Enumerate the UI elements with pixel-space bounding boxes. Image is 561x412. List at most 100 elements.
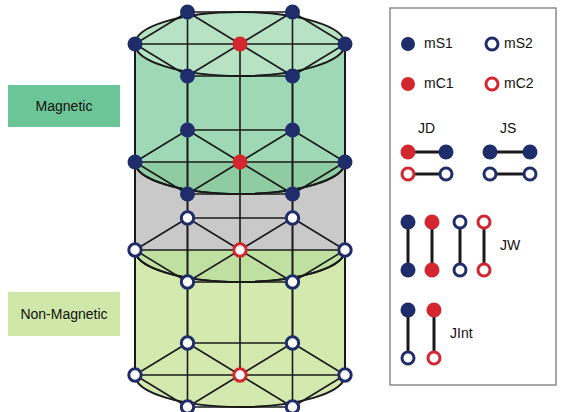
legend-sample	[425, 263, 440, 278]
inplane-bond	[293, 375, 346, 407]
surface-atom	[286, 337, 298, 349]
core-atom	[234, 244, 246, 256]
surface-atom	[286, 212, 298, 224]
inplane-bond	[240, 249, 345, 251]
inplane-bond	[188, 75, 293, 77]
surface-atom	[181, 276, 193, 288]
interlayer-bond	[134, 44, 136, 162]
inplane-bond	[188, 281, 293, 283]
legend-sample	[427, 303, 442, 318]
legend-swatch	[401, 77, 415, 91]
inplane-bond	[188, 130, 241, 162]
inplane-bond	[135, 375, 188, 407]
legend-sample	[483, 145, 498, 160]
core-atom	[233, 155, 248, 170]
legend-sample	[402, 168, 414, 180]
surface-atom	[338, 155, 353, 170]
legend-text: mC1	[424, 75, 454, 91]
inplane-bond	[135, 249, 240, 251]
region-label: Magnetic	[36, 98, 93, 114]
inplane-bond	[240, 374, 345, 376]
surface-atom	[128, 37, 143, 52]
legend-sample	[478, 264, 490, 276]
inplane-bond	[135, 44, 188, 76]
surface-atom	[181, 212, 193, 224]
inplane-bond	[240, 43, 345, 45]
inplane-bond	[293, 250, 346, 282]
inplane-bond	[240, 162, 293, 194]
inplane-bond	[240, 343, 293, 375]
inplane-bond	[135, 250, 188, 282]
inplane-bond	[188, 406, 293, 408]
legend-sample	[486, 38, 498, 50]
legend-sample	[428, 352, 440, 364]
surface-atom	[180, 123, 195, 138]
legend-sample	[454, 216, 466, 228]
inplane-bond	[135, 218, 188, 250]
legend-sample	[478, 216, 490, 228]
legend-sample	[401, 263, 416, 278]
inplane-bond	[188, 343, 241, 375]
inplane-bond	[240, 218, 293, 250]
inplane-bond	[188, 11, 293, 13]
legend-text: mC2	[504, 75, 534, 91]
interlayer-bond	[344, 250, 346, 375]
surface-atom	[286, 276, 298, 288]
surface-atom	[339, 244, 351, 256]
inplane-bond	[240, 250, 293, 282]
inplane-bond	[293, 343, 346, 375]
inplane-bond	[293, 218, 346, 250]
region-label: Non-Magnetic	[20, 306, 107, 322]
surface-atom	[285, 123, 300, 138]
surface-atom	[338, 37, 353, 52]
region-label-box: Non-Magnetic	[8, 292, 120, 336]
inplane-bond	[135, 130, 188, 162]
legend-sample	[523, 145, 538, 160]
core-atom	[234, 369, 246, 381]
interlayer-bond	[344, 44, 346, 162]
legend-sample	[439, 145, 454, 160]
legend-text: mS2	[504, 35, 533, 51]
surface-atom	[180, 187, 195, 202]
core-atom	[233, 37, 248, 52]
inplane-bond	[240, 12, 293, 44]
surface-atom	[285, 5, 300, 20]
legend-sample	[401, 145, 416, 160]
inplane-bond	[135, 12, 188, 44]
inplane-bond	[188, 193, 293, 195]
legend-text: JD	[418, 120, 435, 136]
inplane-bond	[293, 12, 346, 44]
inplane-bond	[188, 218, 241, 250]
legend-sample	[440, 168, 452, 180]
inplane-bond	[188, 250, 241, 282]
interlayer-bond	[134, 162, 136, 250]
inplane-bond	[188, 12, 241, 44]
surface-atom	[180, 69, 195, 84]
legend-swatch	[401, 37, 415, 51]
surface-atom	[129, 244, 141, 256]
inplane-bond	[135, 162, 188, 194]
inplane-bond	[135, 374, 240, 376]
surface-atom	[181, 401, 193, 412]
inplane-bond	[188, 342, 293, 344]
legend-frame	[390, 8, 556, 385]
inplane-bond	[240, 161, 345, 163]
inplane-bond	[188, 217, 293, 219]
inplane-bond	[293, 44, 346, 76]
inplane-bond	[240, 130, 293, 162]
legend-text: JInt	[450, 325, 473, 341]
cylinder-wall	[344, 44, 346, 375]
surface-atom	[180, 5, 195, 20]
inplane-bond	[240, 375, 293, 407]
nonmagnetic-section	[135, 250, 345, 375]
surface-atom	[286, 401, 298, 412]
legend-text: JS	[500, 120, 516, 136]
legend-sample	[425, 215, 440, 230]
interlayer-bond	[344, 162, 346, 250]
legend-sample	[402, 352, 414, 364]
inplane-bond	[293, 130, 346, 162]
inplane-bond	[188, 129, 293, 131]
surface-atom	[129, 369, 141, 381]
legend-sample	[401, 215, 416, 230]
